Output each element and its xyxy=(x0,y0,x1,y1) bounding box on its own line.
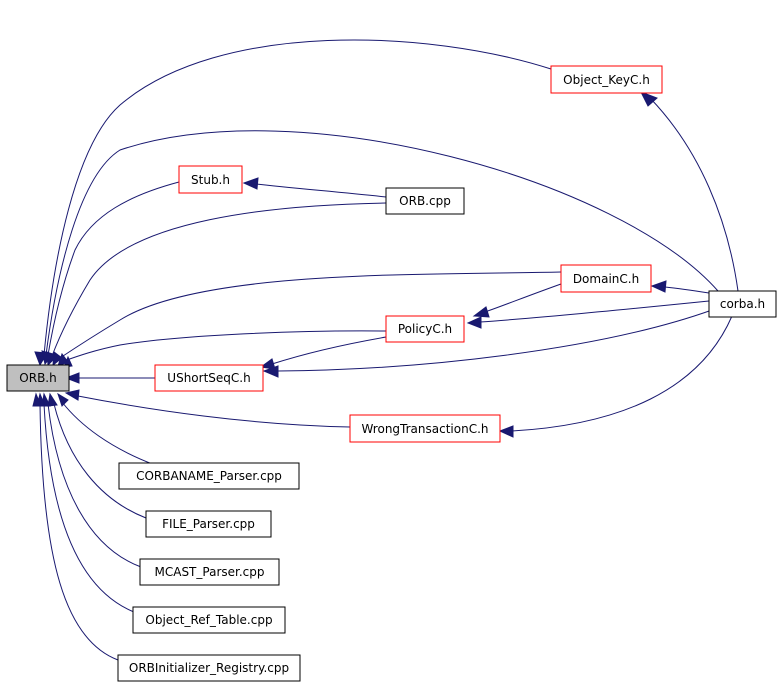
edge-orbinitializer-to-orb xyxy=(39,403,119,661)
node-label: ORBInitializer_Registry.cpp xyxy=(129,661,289,675)
arrowhead xyxy=(47,392,58,407)
node-label: FILE_Parser.cpp xyxy=(162,517,255,531)
node-ushortseqc-h[interactable]: UShortSeqC.h xyxy=(154,364,264,392)
node-label: Object_KeyC.h xyxy=(563,73,650,87)
arrowhead xyxy=(242,177,259,190)
node-label: Stub.h xyxy=(191,173,230,187)
node-label: WrongTransactionC.h xyxy=(361,422,488,436)
edge-file-parser-to-orb xyxy=(53,403,147,519)
node-orb-h[interactable]: ORB.h xyxy=(6,364,70,392)
arrowhead xyxy=(639,91,658,107)
node-label: CORBANAME_Parser.cpp xyxy=(136,469,282,483)
arrowhead xyxy=(262,365,279,378)
node-label: ORB.h xyxy=(19,371,56,385)
node-label: DomainC.h xyxy=(573,272,639,286)
arrowheads xyxy=(32,91,667,438)
arrowhead xyxy=(52,351,63,367)
edge-corba-to-orb-upper xyxy=(45,130,719,356)
node-orbinitializer-registry-cpp[interactable]: ORBInitializer_Registry.cpp xyxy=(117,654,301,682)
arrowhead xyxy=(64,389,80,401)
edge-policyc-to-orb xyxy=(63,330,387,362)
node-policyc-h[interactable]: PolicyC.h xyxy=(385,315,465,343)
edge-policyc-to-ushortseqc xyxy=(271,336,387,365)
edge-wrongtransactionc-to-orb xyxy=(77,395,351,428)
node-label: MCAST_Parser.cpp xyxy=(155,565,265,579)
arrowhead xyxy=(498,425,514,438)
edge-corba-to-object-keyc xyxy=(649,97,739,292)
node-label: PolicyC.h xyxy=(398,322,452,336)
edge-object-ref-table-to-orb xyxy=(43,403,135,613)
edge-corbaname-to-orb xyxy=(61,401,156,466)
node-mcast-parser-cpp[interactable]: MCAST_Parser.cpp xyxy=(139,558,280,586)
node-corbaname-parser-cpp[interactable]: CORBANAME_Parser.cpp xyxy=(118,462,300,490)
arrowhead xyxy=(650,280,667,293)
node-object-keyc-h[interactable]: Object_KeyC.h xyxy=(550,65,663,94)
node-file-parser-cpp[interactable]: FILE_Parser.cpp xyxy=(145,510,272,538)
arrowhead xyxy=(466,316,482,329)
node-domainc-h[interactable]: DomainC.h xyxy=(560,264,652,293)
node-wrongtransactionc-h[interactable]: WrongTransactionC.h xyxy=(349,414,501,443)
node-corba-h[interactable]: corba.h xyxy=(708,290,777,318)
edges xyxy=(39,39,739,661)
arrowhead xyxy=(472,306,490,318)
arrowhead xyxy=(32,392,42,407)
edge-corba-to-domainc xyxy=(664,286,710,294)
node-stub-h[interactable]: Stub.h xyxy=(178,165,243,194)
arrowhead xyxy=(57,392,69,407)
node-label: ORB.cpp xyxy=(399,194,451,208)
node-label: UShortSeqC.h xyxy=(167,371,250,385)
edge-corba-to-policyc xyxy=(479,300,710,323)
edge-corba-to-ushortseqc xyxy=(277,309,713,372)
edge-orbcpp-to-stub xyxy=(255,183,387,198)
edge-mcast-parser-to-orb xyxy=(47,403,142,568)
node-object-ref-table-cpp[interactable]: Object_Ref_Table.cpp xyxy=(132,606,286,634)
node-orb-cpp[interactable]: ORB.cpp xyxy=(385,187,465,215)
node-label: corba.h xyxy=(720,297,765,311)
edge-stub-to-orb xyxy=(47,181,180,356)
edge-domainc-to-policyc xyxy=(484,283,562,313)
edge-orbcpp-to-orb xyxy=(51,202,387,357)
arrowhead xyxy=(64,372,80,384)
edge-object-keyc-to-orb xyxy=(43,39,552,356)
node-label: Object_Ref_Table.cpp xyxy=(145,613,272,627)
edge-corba-to-wrongtransactionc xyxy=(511,315,733,432)
edge-domainc-to-orb xyxy=(59,271,562,359)
arrowhead xyxy=(259,358,276,370)
